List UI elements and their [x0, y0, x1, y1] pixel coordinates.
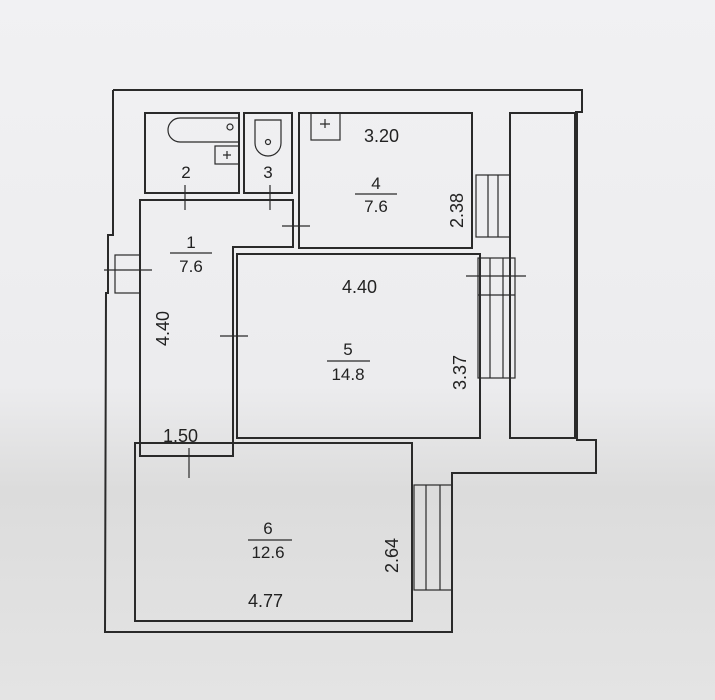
room-2-bathroom	[144, 112, 240, 194]
room-6-bedroom	[134, 442, 413, 622]
window-living	[466, 257, 526, 379]
outer-wall	[103, 89, 597, 633]
toilet-icon	[254, 119, 282, 157]
room-3-number: 3	[263, 163, 272, 182]
room-5-area: 14.8	[331, 365, 364, 384]
room-4-area: 7.6	[364, 197, 388, 216]
window-kitchen	[475, 174, 511, 238]
dim-kitchen-width: 3.20	[364, 126, 399, 146]
toilet-bowl	[264, 138, 272, 146]
dim-living-width: 4.40	[342, 277, 377, 297]
room-6-area: 12.6	[251, 543, 284, 562]
room-3-wc	[243, 112, 293, 194]
room-1-hall	[139, 199, 294, 457]
room-4-number: 4	[371, 174, 380, 193]
stove-icon	[320, 119, 330, 128]
dim-living-depth: 3.37	[450, 355, 470, 390]
sink-icon	[223, 151, 231, 159]
stove	[310, 112, 341, 141]
dim-kitchen-depth: 2.38	[447, 193, 467, 228]
room-6-number: 6	[263, 519, 272, 538]
dim-bedroom-depth: 2.64	[382, 538, 402, 573]
room-1-number: 1	[186, 233, 195, 252]
door-marks	[184, 185, 310, 478]
bathtub	[167, 117, 239, 143]
window-bedroom	[413, 484, 453, 591]
dim-hall-length: 4.40	[153, 311, 173, 346]
dim-hall-width: 1.50	[163, 426, 198, 446]
bathtub-drain	[226, 123, 234, 131]
room-2-number: 2	[181, 163, 190, 182]
room-4-kitchen	[298, 112, 473, 249]
room-5-number: 5	[343, 340, 352, 359]
sink	[214, 145, 240, 165]
room-1-area: 7.6	[179, 257, 203, 276]
room-5-living	[236, 253, 481, 439]
entrance-door	[104, 254, 152, 294]
dim-bedroom-width: 4.77	[248, 591, 283, 611]
